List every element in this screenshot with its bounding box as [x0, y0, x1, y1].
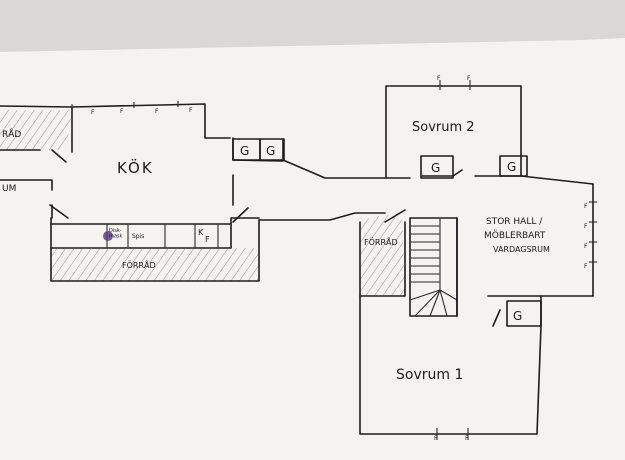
label-hall-line3: VARDAGSRUM: [493, 245, 550, 254]
right-wing: [359, 80, 597, 440]
window-mark-sovrum1-2: F: [465, 435, 469, 442]
window-mark-kitchen-2: F: [120, 108, 124, 115]
label-um-left: UM: [2, 184, 16, 194]
kitchen-wing: [0, 101, 386, 282]
window-mark-hall-3: F: [584, 243, 588, 250]
window-mark-hall-4: F: [584, 263, 588, 270]
ink-blot: [103, 231, 113, 241]
label-g-kitchen-1: G: [240, 144, 249, 158]
label-forrad-right: FÖRRÅD: [364, 236, 398, 247]
label-kok: KÖK: [117, 158, 154, 177]
label-sovrum1: Sovrum 1: [396, 367, 463, 383]
label-kf-f: F: [205, 235, 210, 244]
window-mark-kitchen-4: F: [189, 107, 193, 114]
right-storage-hatch: [360, 212, 405, 296]
label-g-sovrum2-1: G: [431, 161, 440, 175]
window-mark-hall-1: F: [584, 203, 588, 210]
kitchen-storage-hatch: [51, 248, 259, 281]
label-diskmaskin: Disk-mask: [109, 228, 123, 240]
label-hall-line2: MÖBLERBART: [484, 230, 546, 241]
label-spis: Spis: [132, 233, 144, 240]
window-mark-kitchen-3: F: [155, 108, 159, 115]
window-mark-sovrum2-2: F: [467, 75, 471, 82]
label-g-kitchen-2: G: [266, 144, 275, 158]
left-storage-hatch: [0, 110, 72, 150]
window-mark-hall-2: F: [584, 223, 588, 230]
window-mark-sovrum1-1: F: [434, 435, 438, 442]
label-forrad-left: RÅD: [2, 128, 21, 140]
paper-sheet: [0, 38, 625, 460]
label-hall-line1: STOR HALL /: [486, 217, 543, 227]
label-sovrum2: Sovrum 2: [412, 120, 475, 135]
window-mark-kitchen-1: F: [91, 109, 95, 116]
label-g-hall: G: [513, 309, 522, 323]
window-mark-sovrum2-1: F: [437, 75, 441, 82]
label-kf-k: K: [198, 228, 204, 237]
label-forrad-kitchen: FÖRRÅD: [122, 259, 156, 270]
label-g-sovrum2-2: G: [507, 160, 516, 174]
